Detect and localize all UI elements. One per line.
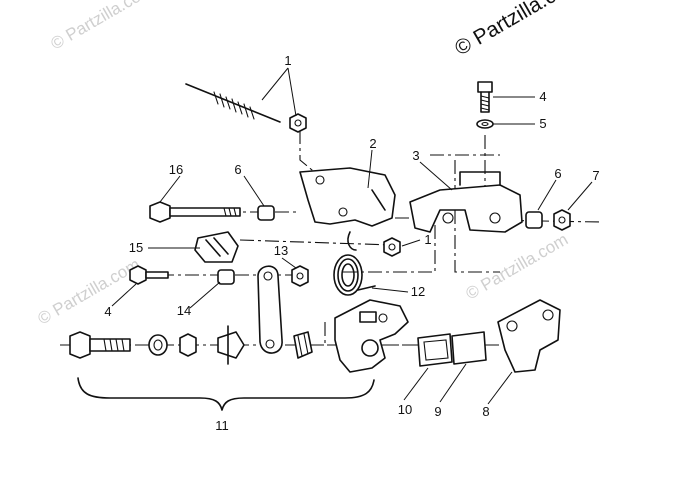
watermark-top-left: © Partzilla.com xyxy=(48,0,157,53)
part-1-nut xyxy=(289,113,307,133)
callout-9: 9 xyxy=(434,404,441,419)
callout-5: 5 xyxy=(539,116,546,131)
lever-arm xyxy=(257,265,283,354)
callout-1-lower: 1 xyxy=(424,232,431,247)
part-1-cable-rod xyxy=(185,83,307,133)
watermark-right: © Partzilla.com xyxy=(463,230,572,304)
callout-12: 12 xyxy=(411,284,425,299)
callout-10: 10 xyxy=(398,402,412,417)
callout-6-right: 6 xyxy=(554,166,561,181)
part-8-caliper-plate xyxy=(497,299,561,373)
callout-4-upper: 4 xyxy=(539,89,546,104)
part-11-group-bracket xyxy=(77,377,375,411)
part-9-pad-backing xyxy=(451,331,487,365)
callout-2: 2 xyxy=(369,136,376,151)
part-15-clamp xyxy=(194,231,239,263)
part-4-screw-upper xyxy=(477,81,493,113)
part-10-brake-pad xyxy=(417,333,453,367)
callout-15: 15 xyxy=(129,240,143,255)
part-14-spacer xyxy=(217,269,235,285)
watermark-bottom-left: © Partzilla.com xyxy=(35,255,144,329)
part-1-nut-lower xyxy=(383,237,401,257)
part-5-washer xyxy=(476,119,494,129)
callout-8: 8 xyxy=(482,404,489,419)
part-3-main-bracket xyxy=(409,171,523,233)
callout-6-left: 6 xyxy=(234,162,241,177)
callout-7: 7 xyxy=(592,168,599,183)
part-2-bracket xyxy=(299,167,396,227)
callout-14: 14 xyxy=(177,303,191,318)
callout-4-lower: 4 xyxy=(104,304,111,319)
callout-13: 13 xyxy=(274,243,288,258)
part-6-spacer-right xyxy=(525,211,543,229)
callout-3: 3 xyxy=(412,148,419,163)
callout-1-upper: 1 xyxy=(284,53,291,68)
part-16-bolt xyxy=(149,201,241,223)
callout-11: 11 xyxy=(215,418,229,433)
part-11-hardware-group xyxy=(69,325,313,365)
part-12-spring xyxy=(333,231,376,296)
part-7-nut xyxy=(553,209,571,231)
caliper-body xyxy=(334,299,409,373)
part-13-nut xyxy=(291,265,309,287)
watermark-main: © Partzilla.com xyxy=(451,0,585,60)
leader-lines xyxy=(111,67,593,405)
part-4-bolt-lower xyxy=(129,265,169,285)
callout-labels: 1 1 2 3 4 4 5 6 6 7 8 9 10 11 12 13 14 1… xyxy=(104,53,599,433)
callout-16: 16 xyxy=(169,162,183,177)
part-6-spacer-left xyxy=(257,205,275,221)
